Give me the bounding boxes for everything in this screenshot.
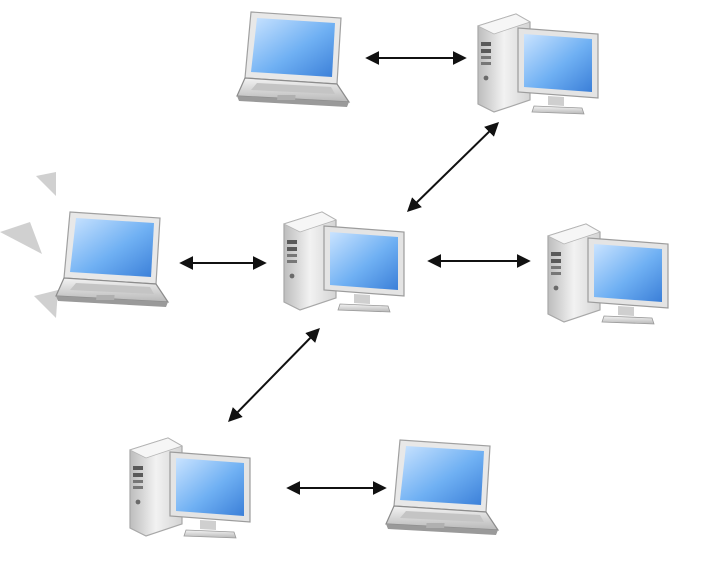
edges: [179, 51, 531, 495]
node-desktop-center: [283, 211, 405, 313]
edge-center-desktop-bottom-left: [228, 327, 320, 423]
node-laptop-left: [55, 211, 169, 308]
edge-center-desktop-top-right: [406, 122, 500, 212]
node-laptop-bottom-right: [385, 439, 499, 536]
node-desktop-top-right: [477, 13, 599, 115]
node-desktop-bottom-left: [129, 437, 251, 539]
watermark-shape: [0, 172, 58, 318]
node-laptop-top: [236, 11, 350, 108]
node-desktop-right: [547, 223, 669, 325]
